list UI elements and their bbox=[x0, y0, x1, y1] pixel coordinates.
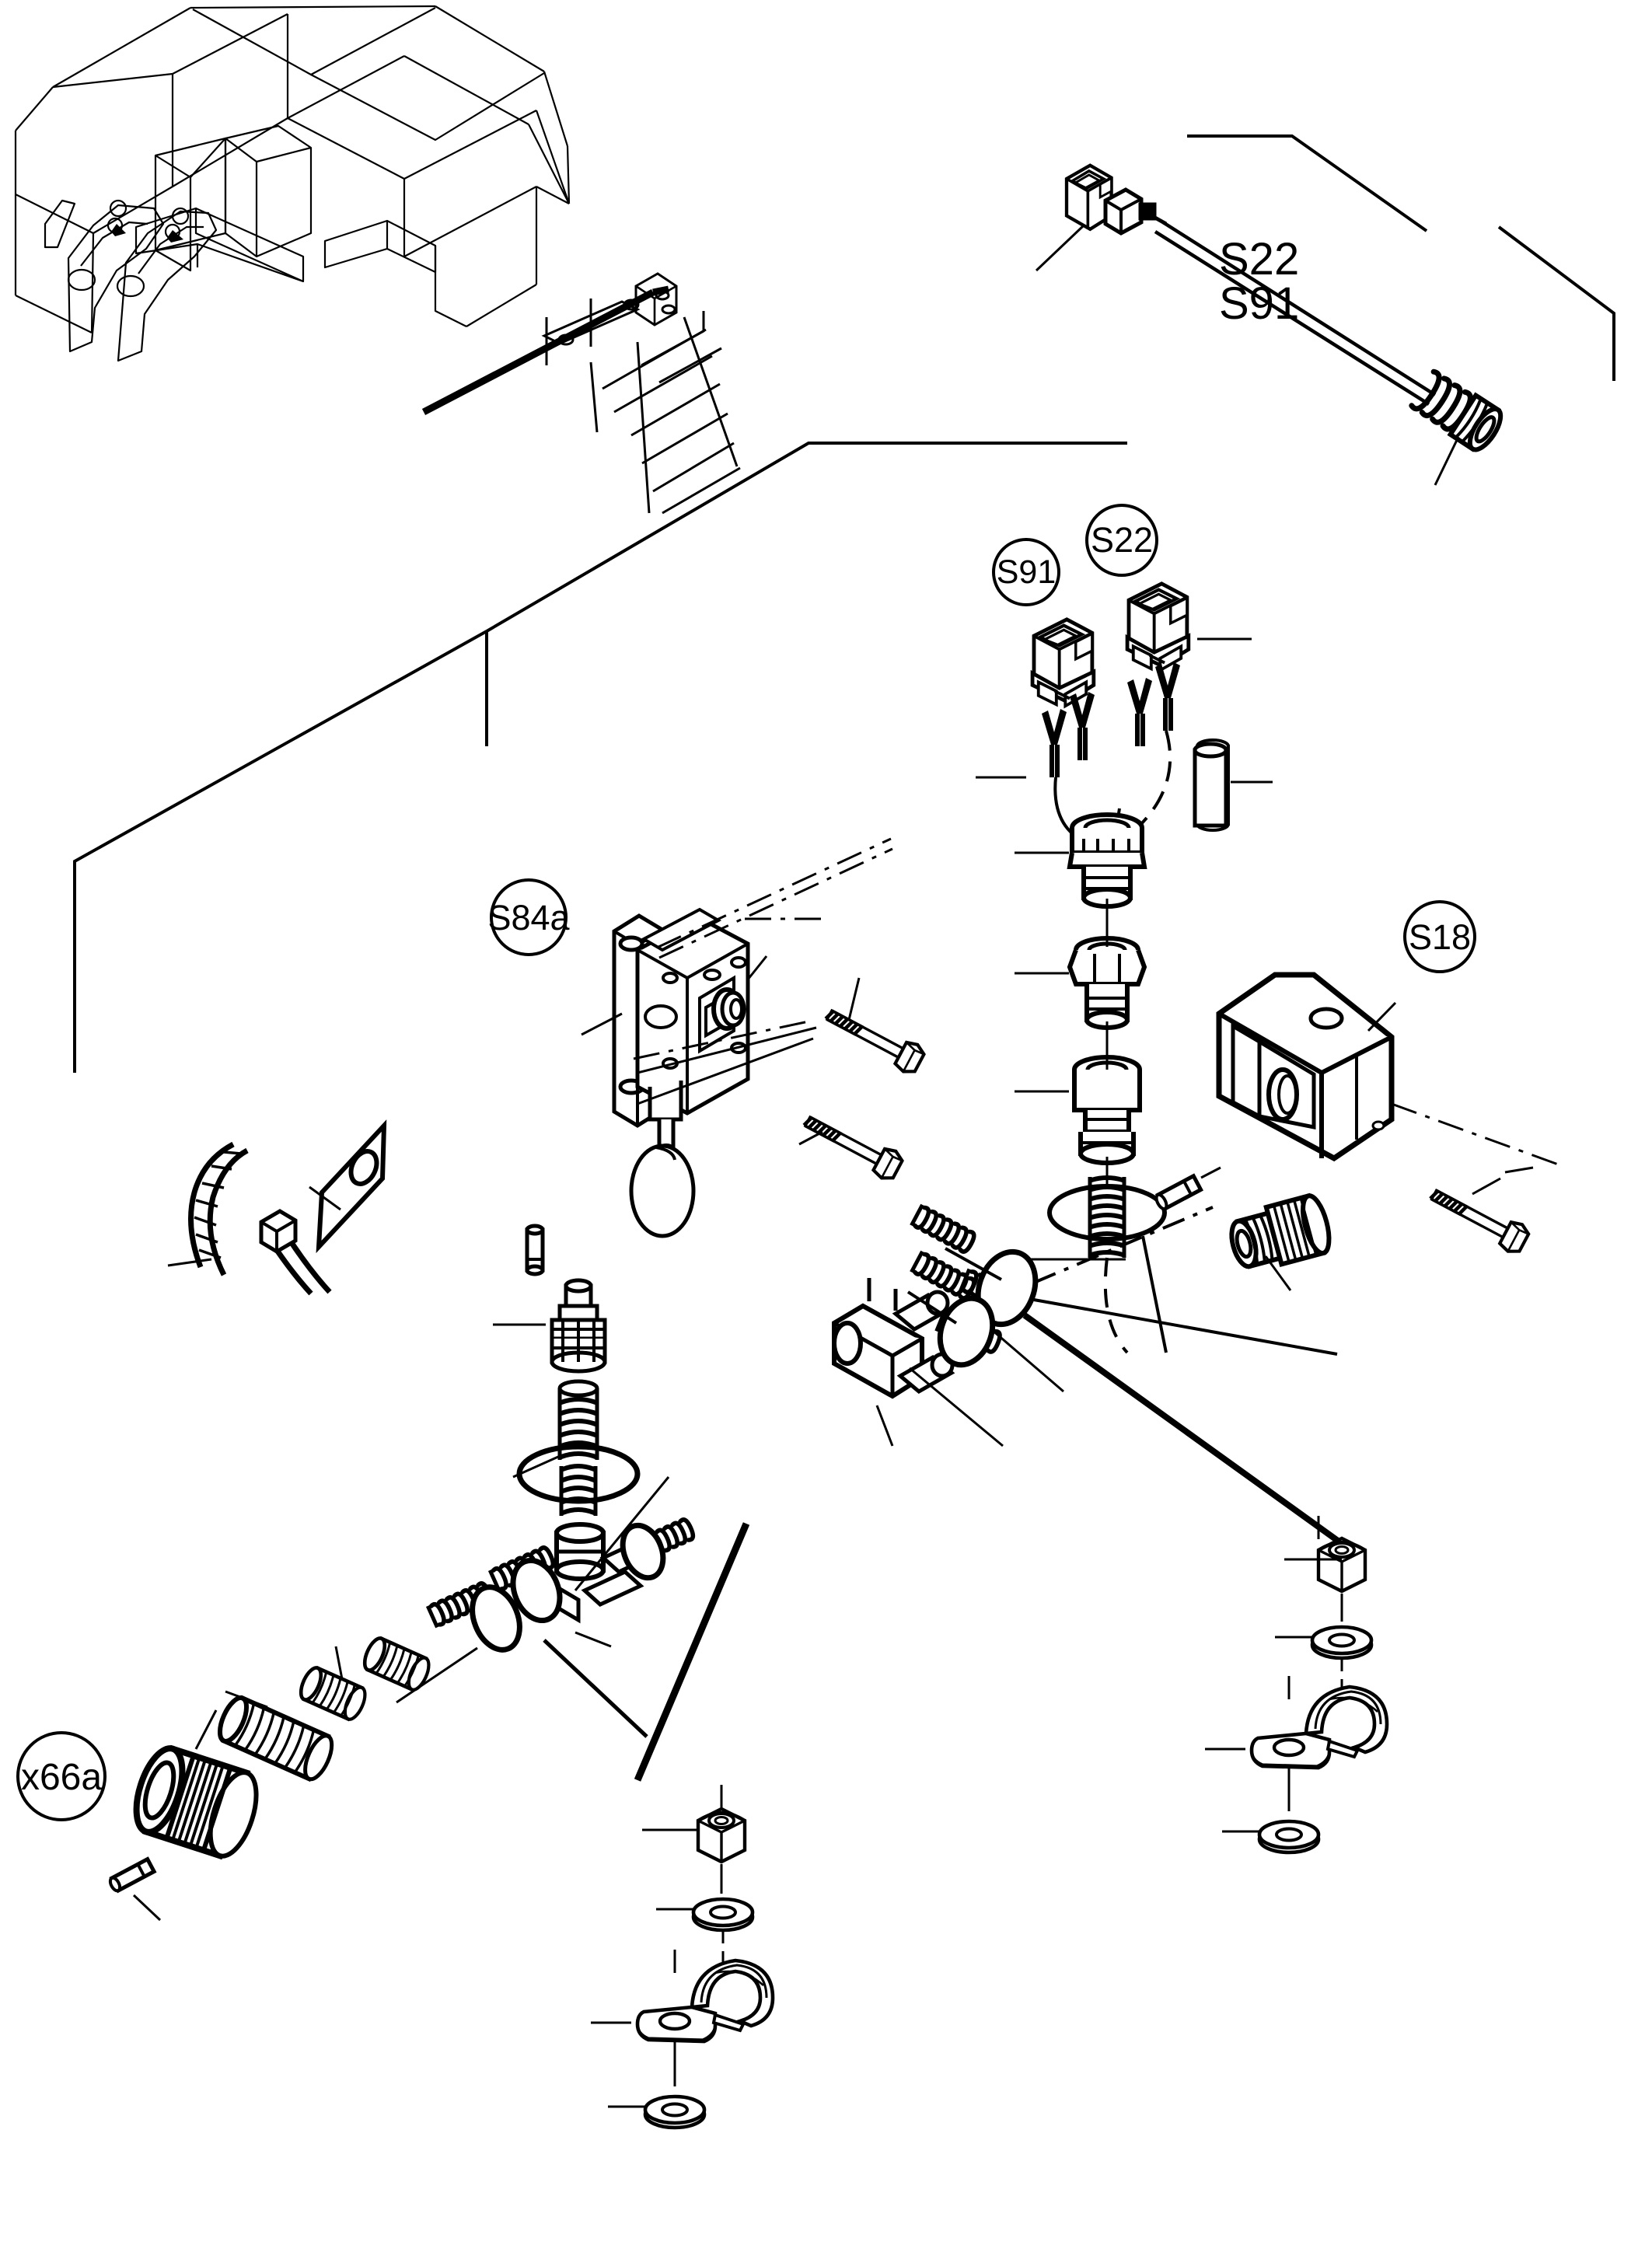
hose-collars-left bbox=[470, 1522, 666, 1653]
callout-circle-x66a bbox=[16, 1731, 107, 1821]
adapter-fitting-upper bbox=[1067, 812, 1147, 909]
callout-label-s84a: S84a bbox=[487, 898, 570, 937]
hose-ferrule bbox=[361, 1636, 433, 1693]
wire-terminal-fork bbox=[1127, 678, 1152, 746]
union-nut-hex bbox=[1067, 936, 1147, 1030]
flat-washer bbox=[693, 1899, 753, 1930]
spring-guard bbox=[911, 1205, 976, 1255]
wire-terminal-fork bbox=[1042, 709, 1067, 777]
hex-lock-nut bbox=[698, 1809, 745, 1862]
hex-lock-nut bbox=[1318, 1538, 1365, 1591]
machine-hose-highlight bbox=[421, 272, 741, 515]
p-clamp bbox=[637, 1960, 773, 2041]
hex-bolt bbox=[821, 1001, 927, 1077]
right-hose-clamp-stack bbox=[1205, 1516, 1387, 1852]
callout-label-s18: S18 bbox=[1409, 917, 1471, 957]
miscellaneous-hardware bbox=[167, 1119, 387, 1296]
pin-dowel bbox=[525, 1224, 545, 1276]
callout-label-x66a: x66a bbox=[21, 1757, 102, 1798]
flat-washer bbox=[711, 987, 746, 1031]
adapter-fitting-lower bbox=[1072, 1055, 1142, 1165]
p-clamp bbox=[1252, 1687, 1387, 1768]
electrical-connectors bbox=[976, 584, 1273, 847]
section-frame-lines bbox=[73, 442, 1127, 1073]
flat-washer bbox=[1312, 1627, 1371, 1658]
harness-label-s22: S22 bbox=[1219, 234, 1299, 285]
machine-overview-illustration bbox=[14, 5, 571, 362]
plug-connector-s22 bbox=[1127, 584, 1189, 670]
s84a-bracket-assembly bbox=[581, 837, 927, 1238]
callout-circle-s91 bbox=[992, 538, 1060, 606]
lower-hose-clamp-stack bbox=[591, 1785, 773, 2128]
left-hose-run bbox=[108, 1636, 433, 1922]
harness-label-s91: S91 bbox=[1219, 278, 1299, 329]
plug-connector-s91 bbox=[1032, 620, 1094, 706]
pin-dowel bbox=[108, 1856, 157, 1894]
hose-collars bbox=[937, 1248, 1039, 1368]
callout-label-s22: S22 bbox=[1091, 520, 1153, 560]
quick-coupler-male bbox=[1229, 1192, 1332, 1269]
spring-guard bbox=[1089, 1175, 1125, 1257]
hex-bolt bbox=[799, 1108, 905, 1183]
wire-terminal-fork bbox=[1155, 662, 1180, 731]
s18-valve-block bbox=[1154, 972, 1563, 1256]
hose-ferrule bbox=[297, 1665, 369, 1723]
wire-terminal-fork bbox=[1070, 692, 1095, 760]
callout-circle-s18 bbox=[1403, 900, 1476, 973]
t-fitting-manifold bbox=[832, 1278, 955, 1399]
callout-circle-s84a bbox=[490, 878, 568, 956]
sleeve-cylinder bbox=[1193, 742, 1228, 828]
knurled-coupler-nut bbox=[133, 1744, 259, 1860]
flat-washer bbox=[645, 2097, 704, 2128]
spring-guard bbox=[561, 1464, 596, 1515]
callout-label-s91: S91 bbox=[997, 553, 1057, 591]
left-fitting-stack bbox=[493, 1224, 663, 1648]
callout-bubbles: S91 S22 S84a S18 x66a S22 S91 bbox=[16, 234, 1476, 1821]
adapter-fitting-left bbox=[550, 1278, 607, 1374]
callout-circle-s22 bbox=[1085, 504, 1158, 577]
sensor-harness-detail bbox=[1035, 134, 1615, 486]
pin-dowel bbox=[1154, 1173, 1203, 1212]
flat-washer bbox=[1259, 1821, 1318, 1852]
